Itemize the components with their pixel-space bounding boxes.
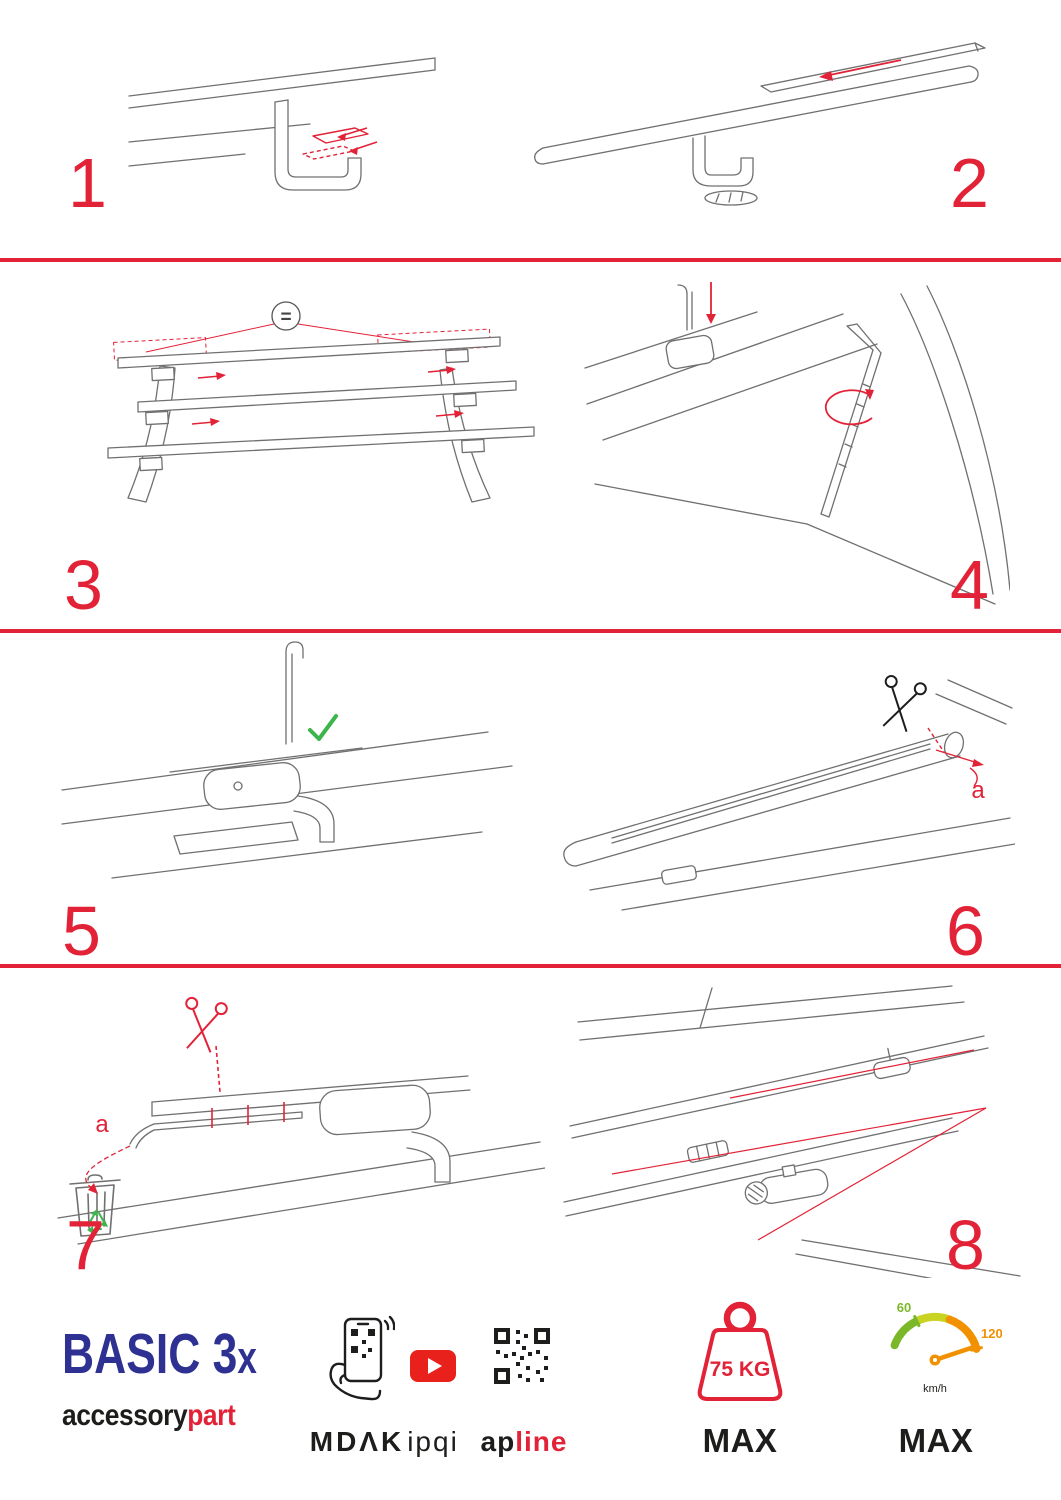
- brand-title: BASIC 3x: [62, 1326, 257, 1383]
- weight-icon: 75 KG: [697, 1301, 783, 1401]
- step-8-number: 8: [946, 1206, 985, 1284]
- cut-label-a: a: [971, 777, 985, 804]
- partner-apline-red: line: [515, 1426, 568, 1457]
- cut-ticks: [211, 1045, 285, 1128]
- step-6-number: 6: [946, 892, 985, 970]
- weight-max-label: MAX: [702, 1422, 778, 1459]
- cut-line: [927, 727, 984, 787]
- spacing-arrows: [191, 366, 464, 426]
- scissors-icon: [185, 996, 228, 1053]
- equal-sign: =: [280, 307, 291, 328]
- cut-label-a: a: [95, 1111, 109, 1138]
- step-4-number: 4: [950, 546, 989, 624]
- step-3-illustration: =: [107, 301, 535, 503]
- insert-down-arrow: [706, 282, 716, 324]
- step-4-illustration: [584, 282, 1010, 605]
- trash-icon: [69, 1174, 121, 1237]
- speed-tick-high: 120: [981, 1326, 1002, 1341]
- brand-title-suffix: x: [237, 1332, 257, 1383]
- check-icon: [308, 714, 338, 741]
- partner-mdak: MDΛK: [309, 1426, 405, 1457]
- discard-arrow: [85, 1145, 131, 1194]
- brand-logo: BASIC 3x accessorypart: [62, 1326, 312, 1433]
- partner-ipqi: ipqi: [407, 1426, 459, 1457]
- partner-apline-black: ap: [480, 1426, 516, 1457]
- insert-arrow: [337, 127, 378, 155]
- qr-code-icon: [494, 1328, 550, 1384]
- step-7-illustration: a: [57, 996, 545, 1245]
- step-3-number: 3: [64, 546, 103, 624]
- rotate-arrow: [824, 389, 874, 426]
- step-7-number: 7: [66, 1206, 105, 1284]
- weight-value: 75 KG: [710, 1358, 771, 1381]
- brand-subtitle-red: part: [187, 1399, 236, 1432]
- speed-tick-low: 60: [897, 1300, 911, 1315]
- speedometer-icon: 60 120 km/h: [890, 1300, 1002, 1395]
- rubber-pad: [302, 127, 369, 160]
- step-1-number: 1: [68, 144, 107, 222]
- speed-unit: km/h: [923, 1383, 947, 1395]
- recycle-icon: [87, 1209, 108, 1234]
- step-2-number: 2: [950, 144, 989, 222]
- slide-arrow: [819, 59, 902, 81]
- step-6-illustration: a: [563, 675, 1015, 911]
- section-divider: [0, 629, 1061, 633]
- equal-badge: [271, 301, 301, 331]
- scissors-icon: [882, 675, 927, 733]
- section-divider: [0, 964, 1061, 968]
- phone-qr-icon: [329, 1315, 395, 1401]
- brand-subtitle-black: accessory: [62, 1399, 188, 1432]
- step-2-illustration: [534, 42, 986, 206]
- speed-max-label: MAX: [898, 1422, 974, 1459]
- section-divider: [0, 258, 1061, 262]
- partner-apline: apline: [472, 1426, 576, 1458]
- step-5-illustration: [61, 641, 513, 879]
- step-5-number: 5: [62, 892, 101, 970]
- step-1-illustration: [128, 57, 436, 191]
- alignment-lines: [611, 1049, 987, 1241]
- brand-subtitle: accessorypart: [62, 1399, 282, 1433]
- youtube-icon: [410, 1350, 456, 1382]
- step-8-illustration: [563, 985, 1021, 1278]
- brand-title-main: BASIC 3: [62, 1322, 238, 1386]
